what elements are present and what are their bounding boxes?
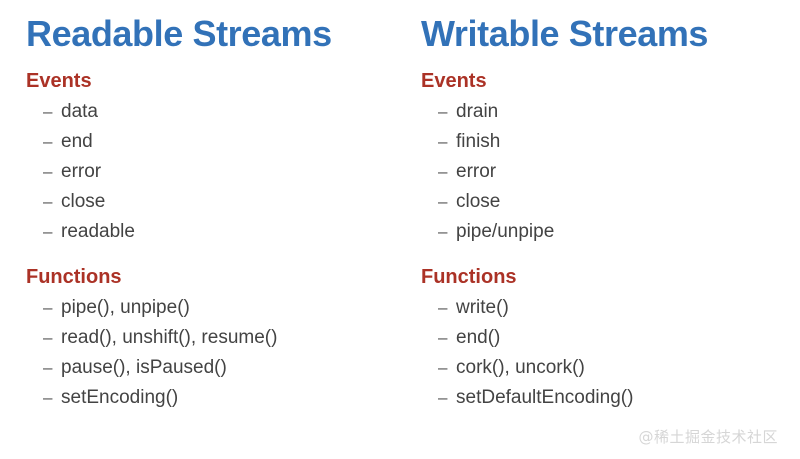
section-heading-events: Events [26,70,92,92]
list-item-label: read(), unshift(), resume() [61,327,278,348]
page-title-writable-streams: Writable Streams [421,13,709,54]
list-item-label: close [61,191,106,212]
column-writable-streams: Writable Streams Events – drain – finish… [410,0,800,413]
columns-container: Readable Streams Events – data – end – e… [0,0,800,413]
list-readable-functions: – pipe(), unpipe() – read(), unshift(), … [26,293,410,413]
list-item-label: error [61,161,102,182]
list-item: – setEncoding() [26,383,410,413]
list-item: – data [26,97,410,127]
list-item-label: data [61,101,98,122]
list-item-label: readable [61,221,135,242]
bullet-dash-icon: – [438,102,448,121]
bullet-dash-icon: – [43,132,53,151]
list-item-label: pause(), isPaused() [61,357,227,378]
list-item: – setDefaultEncoding() [421,383,800,413]
bullet-dash-icon: – [438,222,448,241]
list-item: – error [421,157,800,187]
bullet-dash-icon: – [43,222,53,241]
list-item-label: pipe(), unpipe() [61,297,190,318]
list-item: – close [421,187,800,217]
list-item: – end() [421,323,800,353]
list-item: – end [26,127,410,157]
list-item-label: end() [456,327,501,348]
list-item: – pipe/unpipe [421,217,800,247]
list-item: – close [26,187,410,217]
bullet-dash-icon: – [438,328,448,347]
bullet-dash-icon: – [438,388,448,407]
list-item: – write() [421,293,800,323]
list-writable-functions: – write() – end() – cork(), uncork() – s… [421,293,800,413]
column-readable-streams: Readable Streams Events – data – end – e… [0,0,410,413]
list-item-label: pipe/unpipe [456,221,555,242]
list-item: – cork(), uncork() [421,353,800,383]
list-item: – pipe(), unpipe() [26,293,410,323]
list-item-label: write() [456,297,509,318]
bullet-dash-icon: – [43,388,53,407]
list-readable-events: – data – end – error – close [26,97,410,247]
list-item-label: error [456,161,497,182]
watermark-text: @稀土掘金技术社区 [638,428,778,446]
bullet-dash-icon: – [43,328,53,347]
bullet-dash-icon: – [43,358,53,377]
list-item-label: close [456,191,501,212]
section-heading-functions: Functions [421,266,517,288]
page-title-readable-streams: Readable Streams [26,13,332,54]
list-item-label: setDefaultEncoding() [456,387,634,408]
list-item: – finish [421,127,800,157]
bullet-dash-icon: – [43,102,53,121]
bullet-dash-icon: – [438,132,448,151]
section-readable-functions: Functions – pipe(), unpipe() – read(), u… [26,265,410,413]
bullet-dash-icon: – [438,162,448,181]
bullet-dash-icon: – [43,298,53,317]
list-item: – readable [26,217,410,247]
bullet-dash-icon: – [438,192,448,211]
section-heading-functions: Functions [26,266,122,288]
bullet-dash-icon: – [43,162,53,181]
bullet-dash-icon: – [438,298,448,317]
list-item: – read(), unshift(), resume() [26,323,410,353]
bullet-dash-icon: – [438,358,448,377]
section-heading-events: Events [421,70,487,92]
list-writable-events: – drain – finish – error – close [421,97,800,247]
list-item-label: setEncoding() [61,387,179,408]
list-item-label: finish [456,131,501,152]
list-item-label: end [61,131,93,152]
list-item-label: drain [456,101,499,122]
bullet-dash-icon: – [43,192,53,211]
list-item-label: cork(), uncork() [456,357,585,378]
section-readable-events: Events – data – end – error – [26,69,410,247]
section-writable-functions: Functions – write() – end() – cork(), un… [421,265,800,413]
list-item: – pause(), isPaused() [26,353,410,383]
watermark-container: @稀土掘金技术社区 [560,409,800,459]
list-item: – error [26,157,410,187]
list-item: – drain [421,97,800,127]
section-writable-events: Events – drain – finish – error [421,69,800,247]
